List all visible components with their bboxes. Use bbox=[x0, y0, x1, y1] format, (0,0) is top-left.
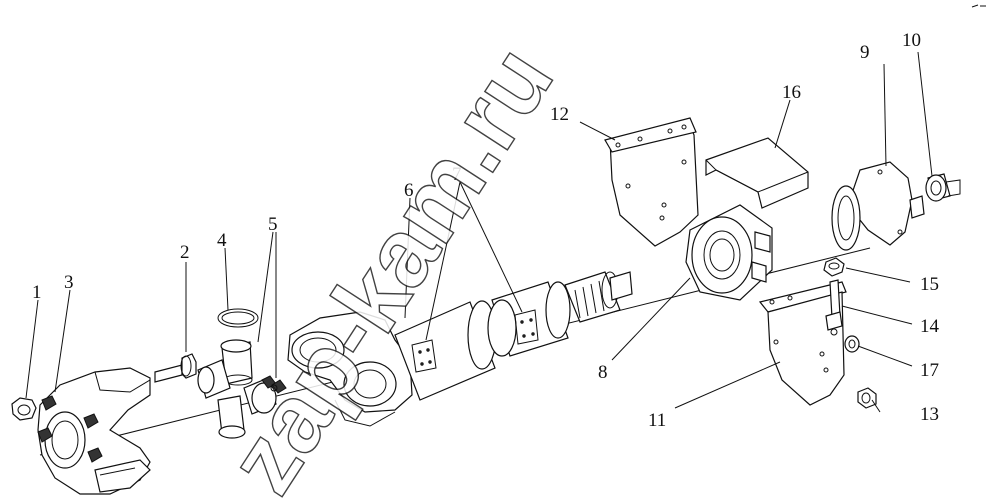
callout-labels: 1 3 2 4 5 6 7 8 9 10 11 12 13 14 15 16 1… bbox=[32, 30, 940, 431]
part-2-bolt bbox=[154, 353, 197, 383]
callout-3: 3 bbox=[64, 272, 74, 293]
part-10-seal bbox=[925, 173, 961, 202]
part-13-nut bbox=[857, 387, 877, 409]
splined-shaft bbox=[487, 271, 633, 357]
callout-5: 5 bbox=[268, 214, 278, 235]
callout-15: 15 bbox=[920, 274, 939, 295]
callout-6: 6 bbox=[404, 180, 414, 201]
callout-8: 8 bbox=[598, 362, 608, 383]
part-16-cover bbox=[705, 137, 809, 209]
callout-14: 14 bbox=[920, 316, 940, 337]
part-8-center-bearing bbox=[685, 204, 773, 301]
callout-9: 9 bbox=[860, 42, 870, 63]
part-4-snap-ring bbox=[217, 308, 259, 328]
part-5-grease-fittings bbox=[261, 375, 287, 394]
part-9-flange-housing bbox=[831, 161, 925, 251]
part-6-slip-yoke bbox=[287, 311, 413, 427]
part-11-lower-bracket bbox=[758, 281, 847, 406]
part-15-nut bbox=[823, 257, 845, 277]
watermark-text: zap-kam.ru bbox=[208, 28, 574, 504]
universal-joint-cross bbox=[197, 339, 277, 439]
leader-lines bbox=[25, 51, 933, 413]
callout-4: 4 bbox=[217, 230, 227, 251]
callout-1: 1 bbox=[32, 282, 42, 303]
part-17-washer bbox=[844, 335, 860, 353]
callout-7: 7 bbox=[452, 164, 462, 185]
part-1-nut bbox=[11, 397, 37, 421]
callout-12: 12 bbox=[550, 104, 569, 125]
callout-2: 2 bbox=[180, 242, 190, 263]
callout-17: 17 bbox=[920, 360, 939, 381]
callout-16: 16 bbox=[782, 82, 801, 103]
corner-mark-icon bbox=[971, 4, 986, 8]
part-14-bolt bbox=[825, 279, 843, 336]
part-3-flange-yoke bbox=[37, 367, 151, 495]
callout-13: 13 bbox=[920, 404, 939, 425]
callout-11: 11 bbox=[648, 410, 666, 431]
callout-10: 10 bbox=[902, 30, 921, 51]
part-12-upper-bracket bbox=[604, 117, 699, 247]
